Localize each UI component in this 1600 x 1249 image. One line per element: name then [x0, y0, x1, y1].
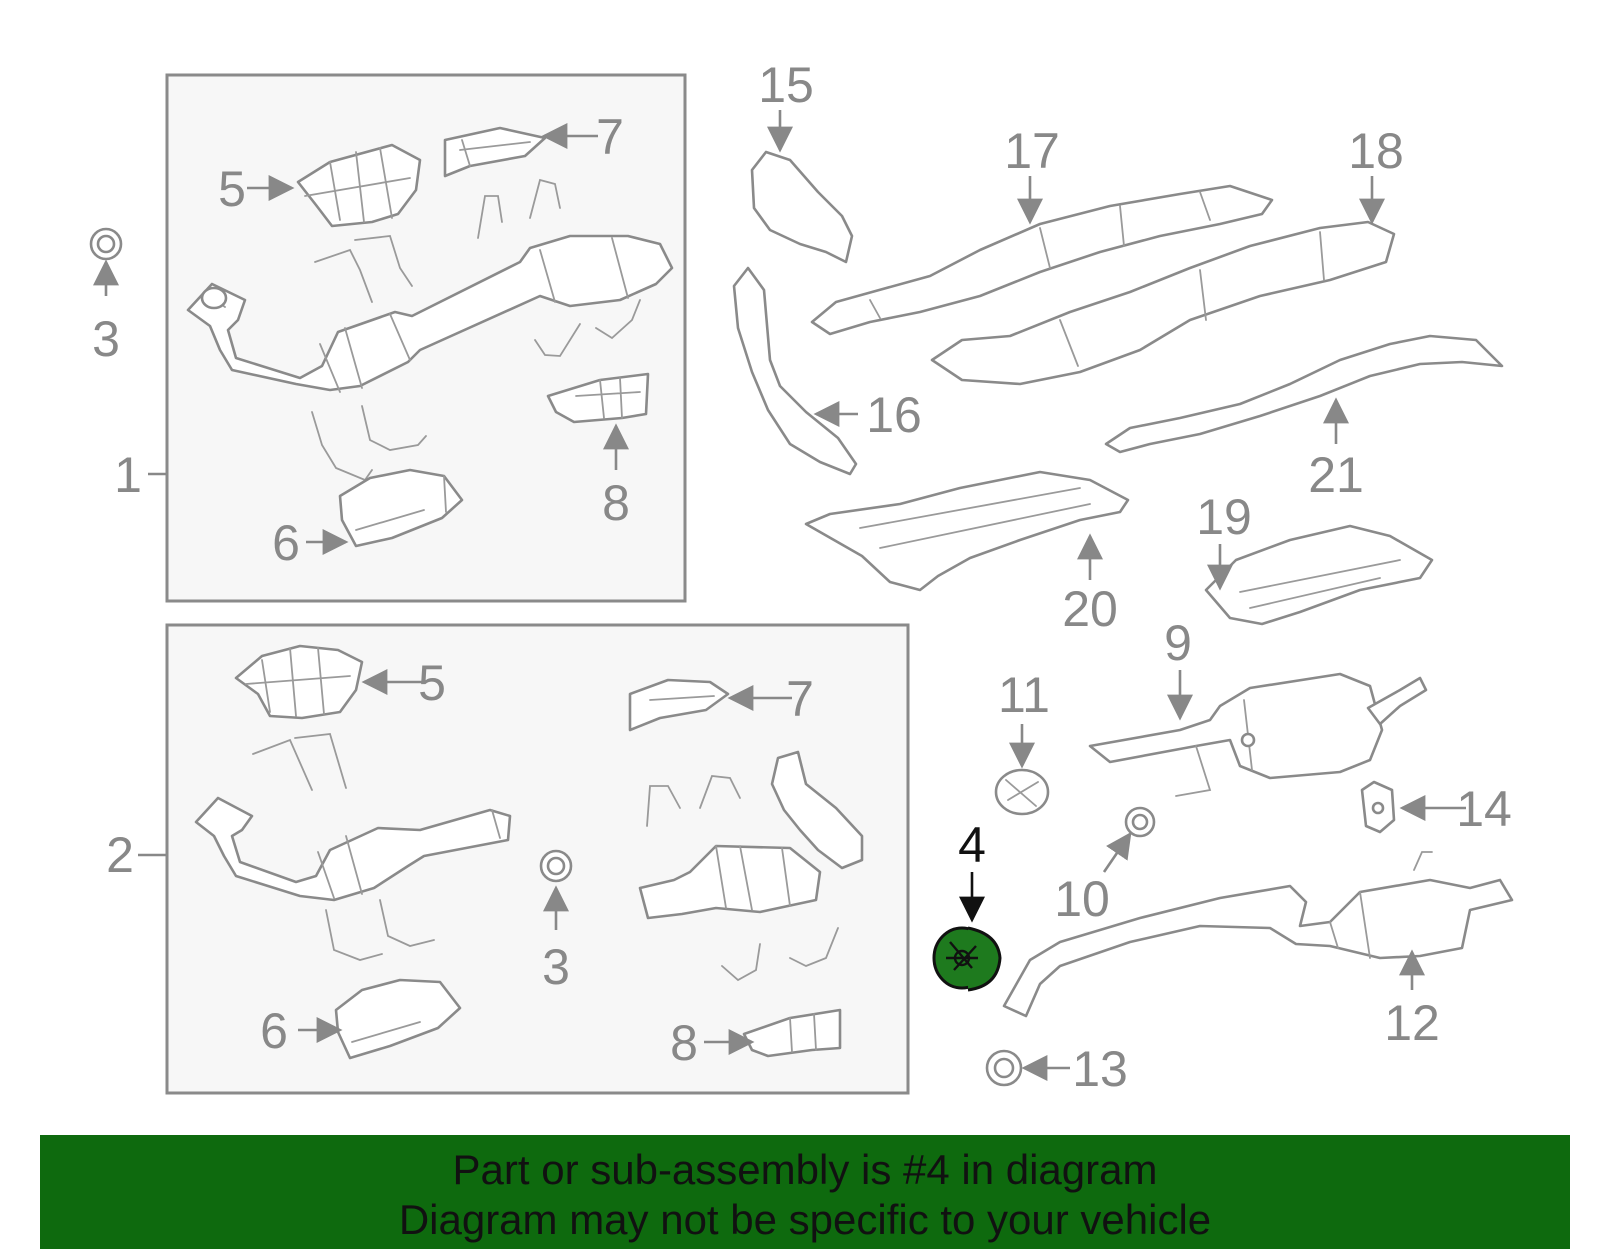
callout-17: 17: [1004, 123, 1060, 179]
heat-insulator-21[interactable]: [1104, 334, 1504, 454]
exhaust-parts-diagram: 3 5 7 8 6 1 2 5 7 6 8 3 15 16 17 18 21 2…: [89, 57, 1514, 1097]
info-banner: Part or sub-assembly is #4 in diagram Di…: [40, 1135, 1570, 1249]
callout-7-upper: 7: [596, 109, 624, 165]
callout-14: 14: [1456, 781, 1512, 837]
heat-insulator-19[interactable]: [1204, 524, 1434, 626]
highlighted-part-4[interactable]: [932, 926, 1002, 992]
callout-3-left: 3: [92, 311, 120, 367]
callout-5-upper: 5: [218, 161, 246, 217]
callout-8-upper: 8: [602, 475, 630, 531]
center-pipe-9[interactable]: [1088, 672, 1428, 797]
heat-shield-5-lower[interactable]: [234, 644, 364, 720]
callout-11: 11: [998, 667, 1050, 723]
heat-insulator-20[interactable]: [804, 470, 1130, 592]
hanger-14[interactable]: [1360, 780, 1396, 834]
callout-12: 12: [1384, 995, 1440, 1051]
heat-shield-6-lower[interactable]: [334, 978, 462, 1060]
front-pipe-converter-1[interactable]: [186, 234, 674, 393]
callout-13: 13: [1072, 1041, 1128, 1097]
tailpipe-12[interactable]: [1002, 851, 1514, 1018]
callout-18: 18: [1348, 123, 1404, 179]
callout-7-lower: 7: [786, 671, 814, 727]
callout-labels: 3 5 7 8 6 1 2 5 7 6 8 3 15 16 17 18 21 2…: [92, 57, 1512, 1097]
callout-6-lower: 6: [260, 1003, 288, 1059]
gasket-3-box2[interactable]: [539, 849, 573, 883]
callout-10: 10: [1054, 871, 1110, 927]
heat-shield-7-upper[interactable]: [443, 126, 547, 178]
callout-20: 20: [1062, 581, 1118, 637]
callout-4: 4: [958, 817, 986, 873]
heat-insulator-18[interactable]: [930, 220, 1396, 386]
gasket-10[interactable]: [1124, 806, 1156, 838]
heat-shield-6-upper[interactable]: [338, 468, 464, 548]
heat-insulator-15[interactable]: [750, 150, 854, 264]
callout-6-upper: 6: [272, 515, 300, 571]
callout-9: 9: [1164, 615, 1192, 671]
callout-1: 1: [114, 447, 142, 503]
heat-shield-7-lower[interactable]: [628, 678, 730, 732]
callout-8-lower: 8: [670, 1015, 698, 1071]
callout-5-lower: 5: [418, 655, 446, 711]
heat-insulator-16[interactable]: [732, 266, 858, 476]
heat-insulator-17[interactable]: [810, 184, 1274, 336]
gasket-11[interactable]: [994, 768, 1050, 816]
gasket-3-left[interactable]: [89, 227, 123, 261]
leader-lines: [93, 110, 1466, 1081]
callout-15: 15: [758, 57, 814, 113]
clamps-lower-1[interactable]: [311, 299, 641, 482]
banner-line-1: Part or sub-assembly is #4 in diagram: [452, 1146, 1158, 1193]
clamps-box2[interactable]: [252, 733, 839, 982]
heat-shield-5-upper[interactable]: [296, 143, 422, 228]
heat-shield-8-upper[interactable]: [546, 372, 650, 424]
callout-3-box2: 3: [542, 939, 570, 995]
front-pipe-converter-2b[interactable]: [638, 750, 864, 920]
clamps-upper[interactable]: [314, 178, 561, 303]
banner-line-2: Diagram may not be specific to your vehi…: [398, 1196, 1212, 1243]
front-pipe-converter-2[interactable]: [194, 796, 512, 902]
callout-16: 16: [866, 387, 922, 443]
gasket-13[interactable]: [985, 1049, 1023, 1087]
callout-19: 19: [1196, 489, 1252, 545]
heat-shield-8-lower[interactable]: [742, 1008, 842, 1058]
callout-2: 2: [106, 827, 134, 883]
callout-21: 21: [1308, 447, 1364, 503]
